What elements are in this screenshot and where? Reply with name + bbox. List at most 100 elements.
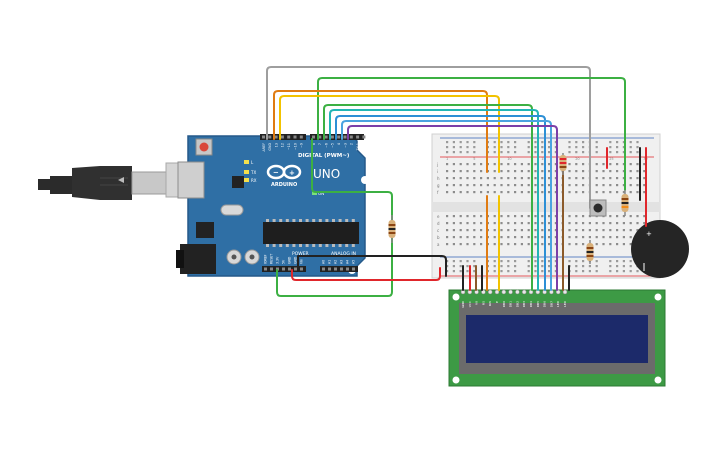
digital-pin-label: ~5 <box>331 143 335 148</box>
breadboard-hole <box>446 229 449 232</box>
breadboard-hole <box>602 229 605 232</box>
rail-hole <box>629 270 632 273</box>
breadboard-hole <box>595 243 598 246</box>
rail-hole <box>493 151 496 154</box>
breadboard-hole <box>493 229 496 232</box>
rail-hole <box>527 146 530 149</box>
breadboard-hole <box>507 163 510 166</box>
breadboard-hole <box>527 222 530 225</box>
breadboard-hole <box>622 236 625 239</box>
breadboard-hole <box>500 177 503 180</box>
breadboard-hole <box>622 163 625 166</box>
breadboard-hole <box>514 222 517 225</box>
buzzer-plus-label: + <box>646 230 652 238</box>
rail-hole <box>575 265 578 268</box>
breadboard-hole <box>609 177 612 180</box>
rail-hole <box>554 146 557 149</box>
lcd-pin-label: DB7 <box>549 301 553 307</box>
breadboard-hole <box>541 170 544 173</box>
wire-gray <box>266 66 591 209</box>
wire-green-buzzer <box>317 77 626 191</box>
breadboard-hole <box>459 184 462 187</box>
rail-hole <box>548 151 551 154</box>
breadboard-hole <box>466 229 469 232</box>
breadboard-hole <box>616 184 619 187</box>
chip-pin <box>332 244 335 247</box>
breadboard-hole <box>500 184 503 187</box>
breadboard-hole <box>520 191 523 194</box>
breadboard-hole <box>520 177 523 180</box>
breadboard-hole <box>595 163 598 166</box>
wire-green-resistor <box>276 138 393 297</box>
digital-pin-label: ~11 <box>287 143 291 150</box>
digital-pin-label: 7 <box>318 143 322 145</box>
breadboard-hole <box>582 163 585 166</box>
breadboard-hole <box>466 163 469 166</box>
breadboard-hole <box>541 184 544 187</box>
rail-hole <box>622 151 625 154</box>
chip-pin <box>299 244 302 247</box>
digital-label: DIGITAL (PWM~) <box>298 153 350 159</box>
rail-hole <box>446 146 449 149</box>
breadboard-hole <box>486 191 489 194</box>
breadboard-hole <box>595 222 598 225</box>
l-label: L <box>251 160 254 165</box>
breadboard-hole <box>609 170 612 173</box>
rail-hole <box>507 146 510 149</box>
breadboard-hole <box>609 222 612 225</box>
rail-hole <box>493 141 496 144</box>
breadboard-hole <box>616 243 619 246</box>
breadboard-hole <box>622 222 625 225</box>
breadboard-hole <box>527 177 530 180</box>
breadboard-hole <box>622 191 625 194</box>
breadboard-hole <box>520 184 523 187</box>
rail-hole <box>588 270 591 273</box>
breadboard-hole <box>446 163 449 166</box>
breadboard-hole <box>548 170 551 173</box>
rail-hole <box>595 141 598 144</box>
breadboard-hole <box>575 222 578 225</box>
breadboard-hole <box>643 163 646 166</box>
rail-hole <box>466 141 469 144</box>
breadboard-hole <box>595 184 598 187</box>
lcd-pin-label: DB1 <box>509 301 513 307</box>
lcd-pin <box>501 289 507 295</box>
breadboard-hole <box>575 170 578 173</box>
breadboard-hole <box>514 163 517 166</box>
push-button[interactable] <box>589 199 607 217</box>
digital-pin-label: GND <box>268 143 272 151</box>
breadboard-hole <box>609 163 612 166</box>
breadboard-hole <box>588 222 591 225</box>
breadboard-hole <box>629 236 632 239</box>
breadboard-hole <box>541 236 544 239</box>
tx-led <box>244 170 249 174</box>
breadboard-hole <box>466 222 469 225</box>
breadboard-hole <box>622 184 625 187</box>
rail-hole <box>595 146 598 149</box>
rail-hole <box>466 265 469 268</box>
breadboard-hole <box>527 191 530 194</box>
rail-hole <box>582 141 585 144</box>
breadboard-hole <box>500 236 503 239</box>
rail-hole <box>582 270 585 273</box>
breadboard-hole <box>493 243 496 246</box>
rail-hole <box>459 151 462 154</box>
breadboard-hole <box>554 215 557 218</box>
breadboard-hole <box>568 236 571 239</box>
breadboard-hole <box>554 170 557 173</box>
breadboard-hole <box>527 163 530 166</box>
breadboard-hole <box>548 229 551 232</box>
breadboard-hole <box>568 163 571 166</box>
rail-hole <box>527 151 530 154</box>
breadboard-hole <box>548 184 551 187</box>
breadboard-hole <box>568 215 571 218</box>
breadboard-hole <box>643 215 646 218</box>
breadboard-hole <box>636 184 639 187</box>
breadboard-hole <box>554 191 557 194</box>
breadboard-hole <box>568 222 571 225</box>
breadboard-hole <box>554 243 557 246</box>
breadboard-hole <box>582 243 585 246</box>
breadboard-hole <box>541 229 544 232</box>
lcd-pin-label: DB5 <box>536 301 540 307</box>
